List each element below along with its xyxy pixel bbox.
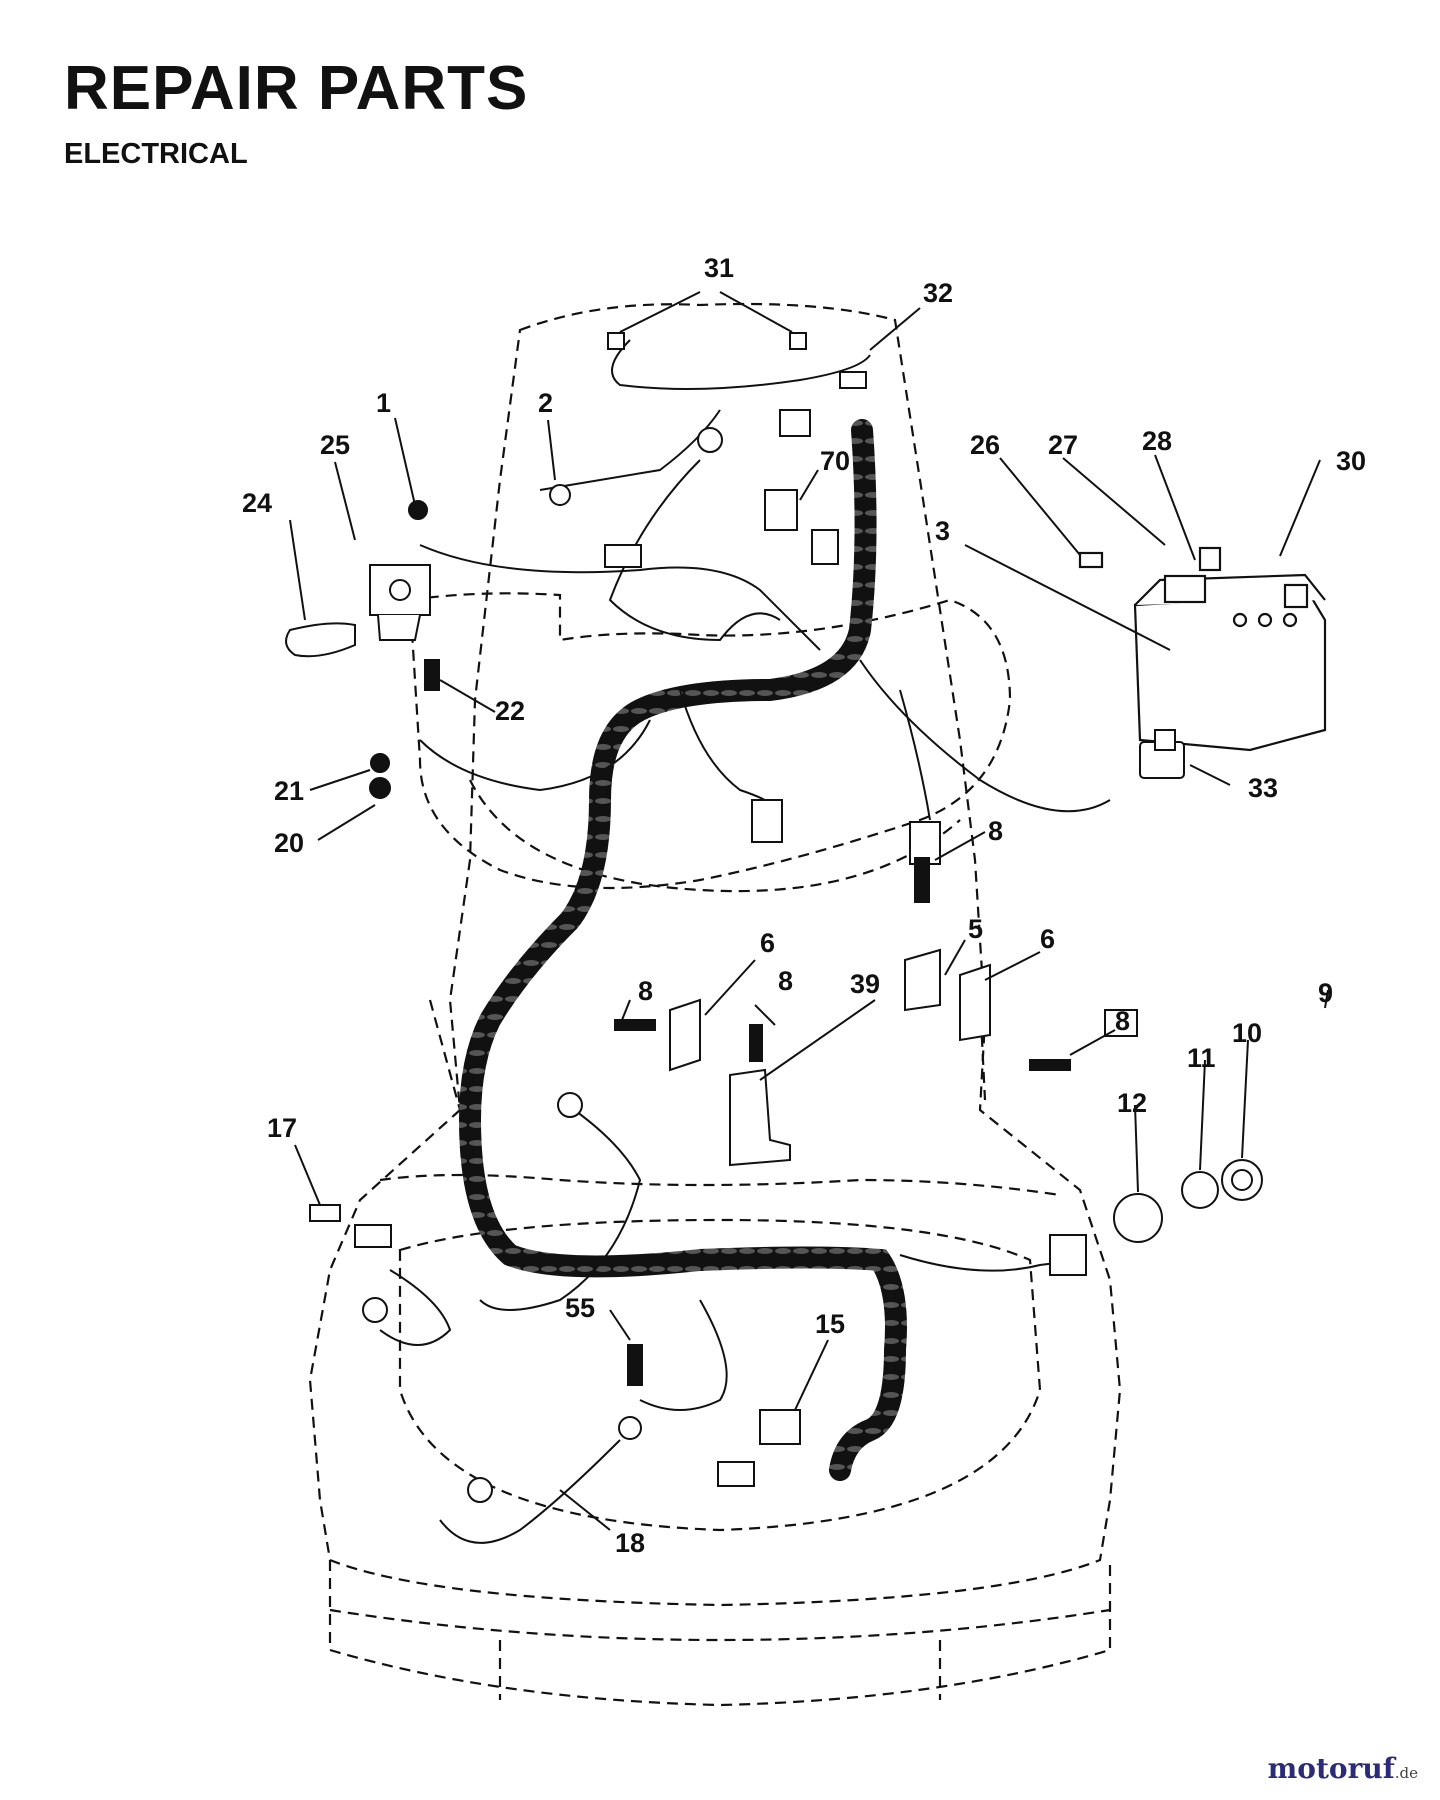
callout-8a: 8: [988, 816, 1003, 846]
part-connectors: [309, 409, 1087, 1276]
callout-5: 5: [968, 914, 983, 944]
callout-8b: 8: [778, 966, 793, 996]
callout-17: 17: [267, 1113, 297, 1143]
tractor-outline: [308, 302, 1122, 1707]
coiled-harness: [458, 419, 907, 1481]
part-tail-lights: [607, 332, 867, 389]
watermark: motoruf.de: [1268, 1752, 1418, 1785]
callout-11: 11: [1187, 1043, 1216, 1073]
callout-24: 24: [242, 488, 272, 518]
callout-9: 9: [1318, 978, 1333, 1008]
callout-33: 33: [1248, 773, 1278, 803]
part-switches: [717, 729, 1263, 1487]
callout-6b: 6: [760, 928, 775, 958]
callout-70: 70: [820, 446, 850, 476]
part-ring-terminal: [362, 427, 723, 1503]
callout-10: 10: [1232, 1018, 1262, 1048]
part-brackets: [669, 948, 991, 1167]
callout-18: 18: [615, 1528, 645, 1558]
callout-3: 3: [935, 516, 950, 546]
callout-2: 2: [538, 388, 553, 418]
callout-8d: 8: [1115, 1006, 1130, 1036]
callout-32: 32: [923, 278, 953, 308]
callout-15: 15: [815, 1309, 845, 1339]
callout-55: 55: [565, 1293, 595, 1323]
callout-12: 12: [1117, 1088, 1147, 1118]
callout-1: 1: [376, 388, 391, 418]
watermark-suffix: .de: [1394, 1764, 1418, 1782]
part-bolts: [369, 500, 1071, 1386]
wiring: [379, 339, 1111, 1544]
callout-21: 21: [274, 776, 304, 806]
watermark-text: motoruf: [1267, 1752, 1395, 1785]
callout-20: 20: [274, 828, 304, 858]
callout-6a: 6: [1040, 924, 1055, 954]
callout-25: 25: [320, 430, 350, 460]
callout-labels: 31 32 1 2 25 70 26 27 28 30 24 3 22 21 2…: [242, 253, 1366, 1558]
callout-39: 39: [850, 969, 880, 999]
callout-8c: 8: [638, 976, 653, 1006]
callout-31: 31: [704, 253, 734, 283]
page-title: REPAIR PARTS: [64, 54, 529, 123]
leader-lines: [289, 291, 1329, 1531]
section-subtitle: ELECTRICAL: [64, 138, 248, 170]
callout-22: 22: [495, 696, 525, 726]
part-battery: [1078, 546, 1327, 752]
callout-28: 28: [1142, 426, 1172, 456]
callout-30: 30: [1336, 446, 1366, 476]
callout-27: 27: [1048, 430, 1078, 460]
callout-26: 26: [970, 430, 1000, 460]
part-solenoid: [285, 564, 431, 658]
